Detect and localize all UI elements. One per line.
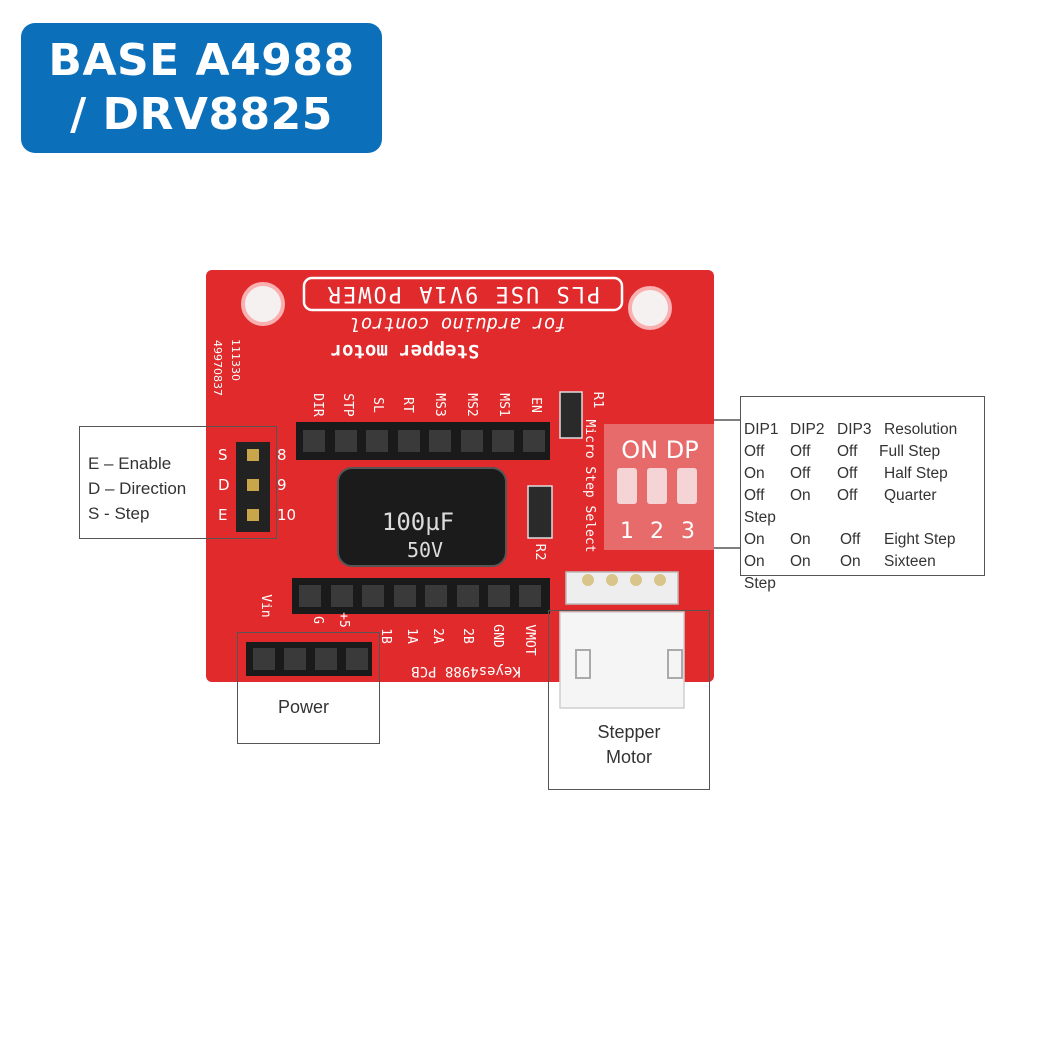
title-badge: BASE A4988 / DRV8825 bbox=[21, 23, 382, 153]
pin-number-10: 10 bbox=[277, 506, 296, 524]
legend-enable: E – Enable bbox=[88, 454, 172, 473]
label-ms1: MS1 bbox=[496, 393, 511, 416]
power-callout bbox=[237, 632, 380, 744]
label-gnd: GND bbox=[490, 624, 505, 648]
dip-table-row: Off On Off Quarter bbox=[744, 487, 937, 504]
mounting-hole-right bbox=[628, 286, 672, 330]
label-stp: STP bbox=[340, 393, 355, 417]
label-1a: 1A bbox=[404, 628, 419, 644]
pin-number-9: 9 bbox=[277, 476, 287, 494]
dip-table-row: Off Off Off Full Step bbox=[744, 443, 941, 460]
pin-label-e: E bbox=[218, 506, 227, 524]
label-dir: DIR bbox=[310, 393, 325, 417]
dip-number-3: 3 bbox=[681, 519, 695, 544]
motor-connector-body bbox=[559, 611, 685, 709]
bottom-female-header bbox=[292, 578, 550, 614]
label-vin: Vin bbox=[258, 594, 273, 617]
silk-date-code: 111330 bbox=[229, 339, 242, 381]
label-1b: 1B bbox=[378, 628, 393, 644]
silk-brand-text: Keyes4988 PCB bbox=[411, 663, 521, 679]
label-r1: R1 bbox=[590, 391, 605, 408]
dip-table-callout bbox=[740, 396, 985, 576]
dip-table-row: On On Off Eight Step bbox=[744, 531, 956, 548]
col-dip2: DIP2 bbox=[790, 421, 825, 438]
dip-table-wrap: Step bbox=[744, 509, 776, 526]
col-resolution: Resolution bbox=[884, 421, 958, 438]
label-ms3: MS3 bbox=[432, 393, 447, 416]
title-line-2: / DRV8825 bbox=[70, 89, 333, 140]
silk-power-box bbox=[302, 276, 624, 312]
dip-table-header: DIP1 DIP2 DIP3 Resolution bbox=[744, 419, 984, 441]
dip-levers bbox=[617, 468, 697, 504]
pins-legend-callout bbox=[79, 426, 277, 539]
silk-arduino-text: for arduino control bbox=[349, 313, 566, 335]
side-pin-labels: S D E 8 9 10 bbox=[218, 446, 296, 524]
label-rt: RT bbox=[400, 397, 415, 413]
dip-table-row: On Off Off Half Step bbox=[744, 465, 948, 482]
pin-label-d: D bbox=[218, 476, 230, 494]
label-2a: 2A bbox=[430, 628, 445, 644]
dip-table-wrap: Step bbox=[744, 575, 776, 592]
dip-switch-label: ON DP bbox=[621, 436, 698, 464]
label-5v: +5 bbox=[336, 612, 351, 628]
dip-number-1: 1 bbox=[620, 519, 634, 544]
label-2b: 2B bbox=[460, 628, 475, 644]
pins-legend: E – Enable D – Direction S - Step bbox=[88, 451, 186, 526]
silk-serial: 49970837 bbox=[211, 340, 224, 396]
capacitor-voltage: 50V bbox=[407, 538, 443, 562]
dip-numbers: 1 2 3 bbox=[620, 519, 695, 544]
resistor-r2 bbox=[527, 485, 553, 539]
stepper-motor-label: Stepper Motor bbox=[548, 720, 710, 770]
label-vmot: VMOT bbox=[522, 624, 537, 655]
col-dip1: DIP1 bbox=[744, 421, 779, 438]
label-sl: SL bbox=[370, 397, 385, 413]
silk-motor-text: Stepper motor bbox=[331, 340, 480, 362]
top-header-labels: DIR STP SL RT MS3 MS2 MS1 EN bbox=[310, 393, 543, 417]
stepper-motor-callout bbox=[548, 610, 710, 790]
silk-microstep-text: Micro Step Select bbox=[582, 419, 597, 552]
capacitor-value: 100µF bbox=[382, 508, 454, 536]
mounting-hole-left bbox=[241, 282, 285, 326]
electrolytic-capacitor bbox=[338, 468, 506, 566]
title-line-1: BASE A4988 bbox=[48, 35, 355, 86]
power-label: Power bbox=[278, 697, 330, 717]
resistor-r1 bbox=[559, 391, 583, 439]
dip-number-2: 2 bbox=[650, 519, 664, 544]
bottom-header-labels: Vin G +5 1B 1A 2A 2B GND VMOT bbox=[258, 594, 537, 656]
legend-step: S - Step bbox=[88, 504, 150, 523]
stepper-motor-line-1: Stepper bbox=[597, 722, 661, 742]
dip-table-row: On On On Sixteen bbox=[744, 553, 936, 570]
label-ms2: MS2 bbox=[464, 393, 479, 416]
pin-label-s: S bbox=[218, 446, 228, 464]
dip-table: DIP1 DIP2 DIP3 Resolution Off Off Off Fu… bbox=[744, 419, 984, 595]
stepper-motor-line-2: Motor bbox=[605, 747, 652, 767]
col-dip3: DIP3 bbox=[837, 421, 872, 438]
label-g: G bbox=[310, 616, 325, 624]
label-en: EN bbox=[528, 397, 543, 413]
label-r2: R2 bbox=[532, 543, 547, 560]
pin-number-8: 8 bbox=[277, 446, 287, 464]
legend-direction: D – Direction bbox=[88, 479, 187, 498]
silk-power-text: PLS USE 9V1A POWER bbox=[326, 281, 600, 306]
